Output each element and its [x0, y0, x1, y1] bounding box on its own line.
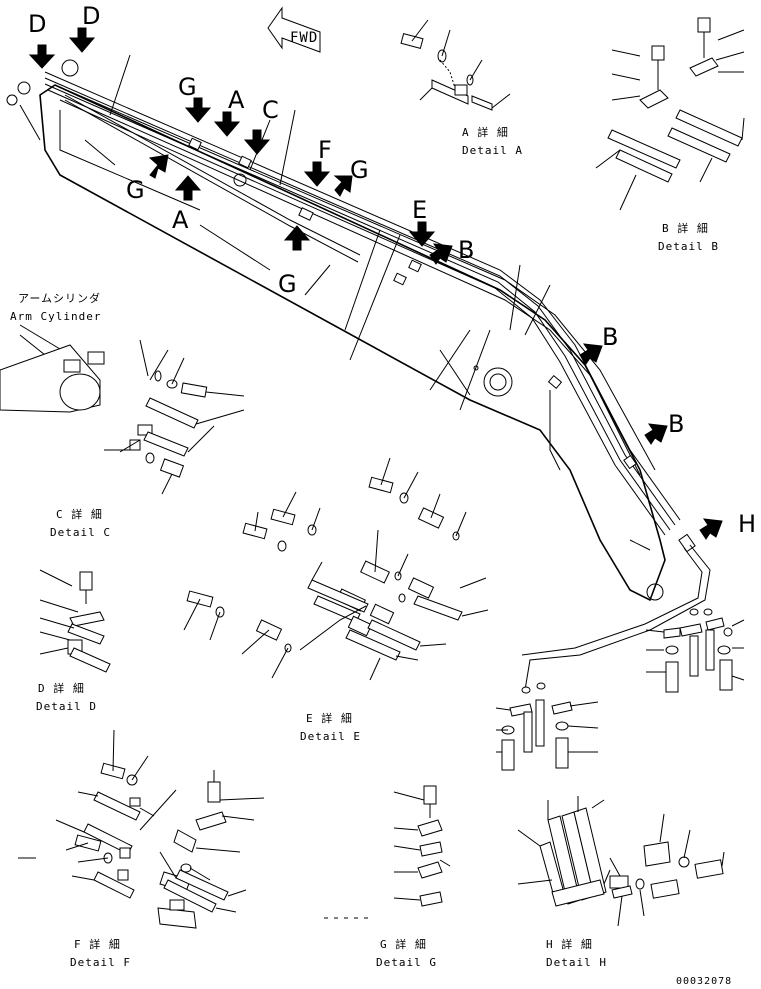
detail-a-drawing	[400, 19, 511, 111]
detail-c-drawing	[104, 349, 245, 495]
detail-a-en: Detail A	[462, 144, 523, 157]
detail-c-en: Detail C	[50, 526, 111, 539]
drawing-number: 00032078	[676, 976, 732, 987]
detail-e-jp: E 詳 細	[306, 711, 353, 725]
callout-g-1: G	[178, 73, 197, 101]
callout-d-2: D	[82, 2, 100, 30]
detail-e-en: Detail E	[300, 730, 361, 743]
detail-d-drawing	[39, 569, 111, 673]
callout-b-2: B	[602, 323, 618, 351]
boom-assembly	[6, 54, 711, 691]
callout-d-1: D	[28, 10, 46, 38]
callout-g-2: G	[350, 156, 369, 184]
callout-b-3: B	[668, 410, 684, 438]
callout-h-1: H	[738, 510, 756, 538]
detail-h-jp: H 詳 細	[546, 937, 593, 951]
detail-d-jp: D 詳 細	[38, 681, 85, 695]
arm-cylinder-en: Arm Cylinder	[10, 310, 101, 323]
detail-a-jp: A 詳 細	[462, 125, 509, 139]
detail-h-en: Detail H	[546, 956, 607, 969]
callout-letters: D D G A C F G G A E B B B H G	[28, 2, 756, 538]
arm-cylinder-jp: アームシリンダ	[18, 291, 101, 305]
fwd-label: FWD	[290, 30, 318, 46]
h-area-hardware	[495, 608, 745, 771]
detail-d-en: Detail D	[36, 700, 97, 713]
detail-g-en: Detail G	[376, 956, 437, 969]
detail-e-drawing	[183, 457, 489, 681]
detail-f-jp: F 詳 細	[74, 937, 121, 951]
detail-f-en: Detail F	[70, 956, 131, 969]
callout-g-3: G	[126, 176, 145, 204]
callout-arrows	[28, 27, 723, 540]
detail-c-jp: C 詳 細	[56, 507, 103, 521]
detail-f-drawing	[18, 729, 265, 929]
detail-b-jp: B 詳 細	[662, 221, 709, 235]
callout-e-1: E	[412, 196, 427, 224]
arm-cylinder-drawing	[0, 324, 149, 413]
detail-b-en: Detail B	[658, 240, 719, 253]
callout-g-4: G	[278, 270, 297, 298]
callout-f-1: F	[318, 136, 332, 164]
detail-g-jp: G 詳 細	[380, 937, 427, 951]
callout-c-1: C	[262, 96, 279, 124]
detail-g-drawing	[324, 785, 451, 919]
detail-h-drawing	[517, 796, 725, 927]
detail-b-drawing	[595, 17, 745, 211]
callout-a-2: A	[172, 206, 189, 234]
callout-a-1: A	[228, 86, 245, 114]
callout-b-1: B	[458, 236, 474, 264]
fwd-direction-arrow: FWD	[267, 6, 321, 53]
